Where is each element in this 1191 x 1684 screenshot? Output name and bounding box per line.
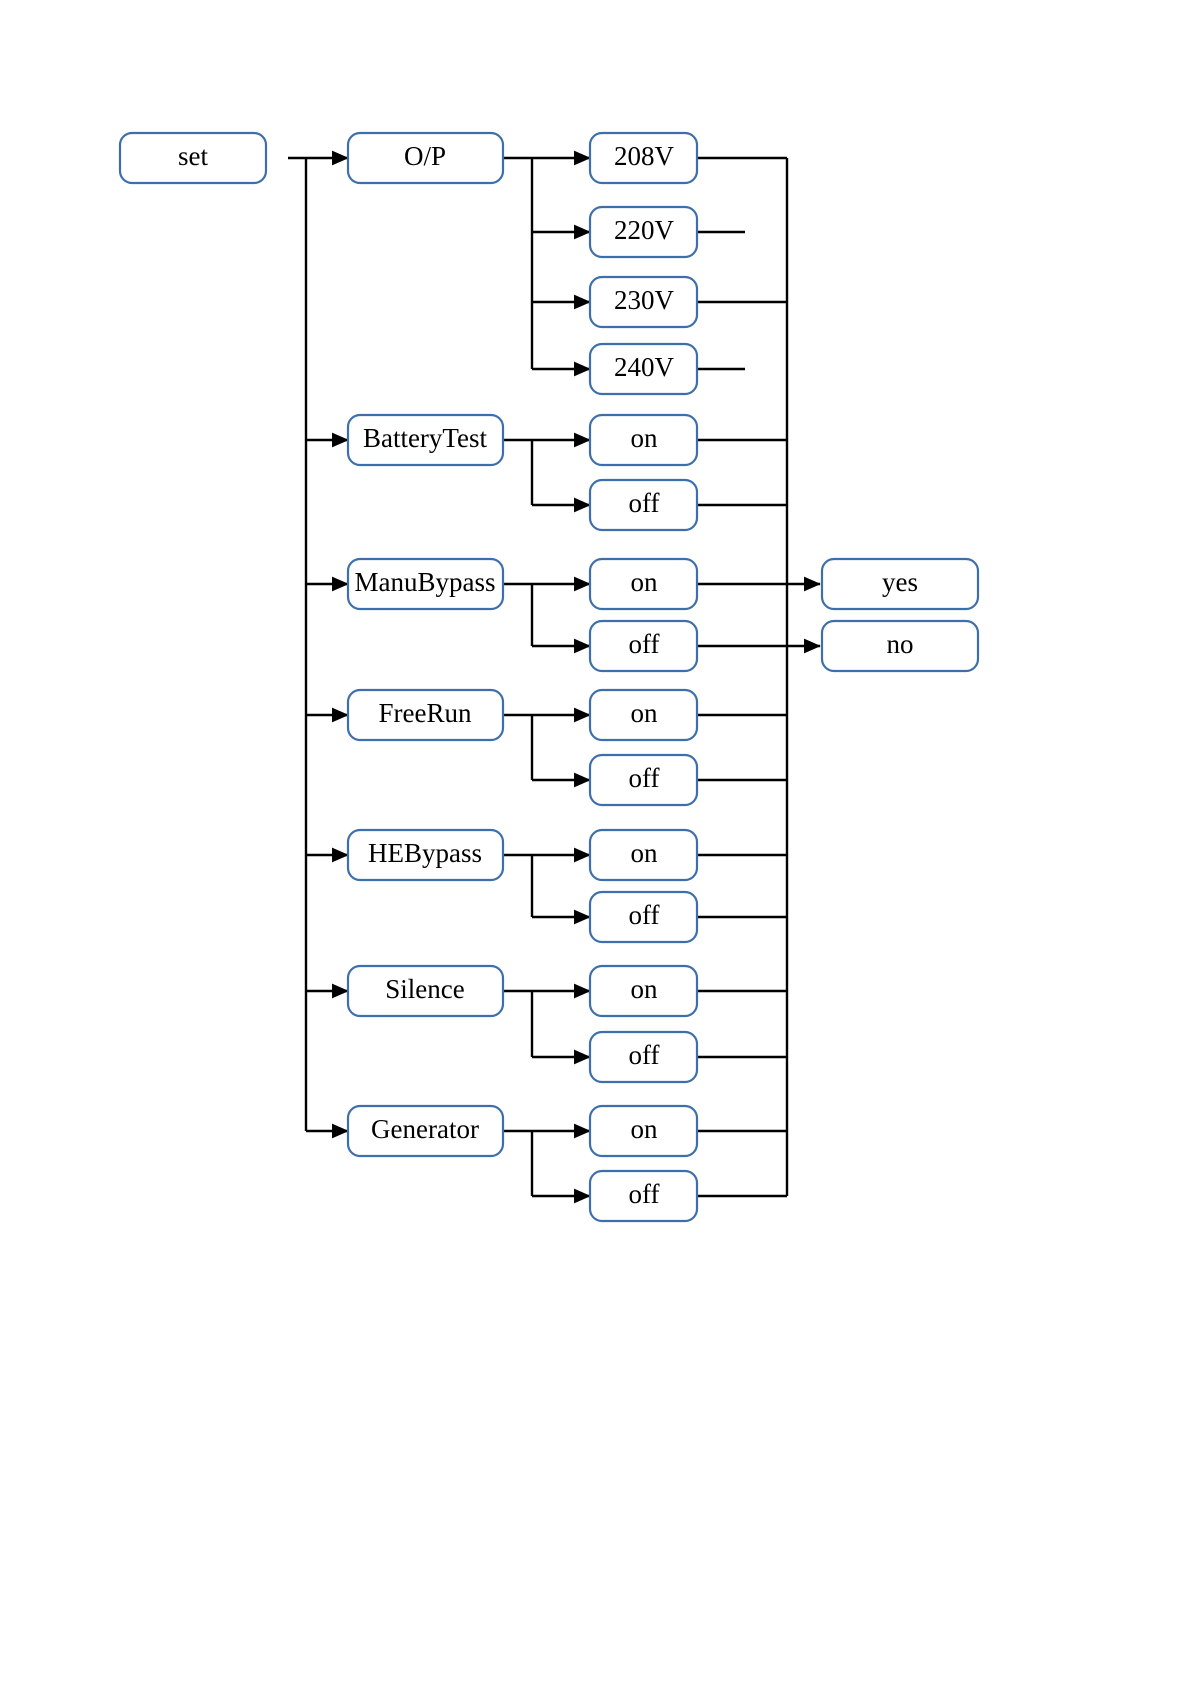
node-hebypass-off[interactable]: off bbox=[588, 890, 699, 944]
connector-generator-branch bbox=[503, 1123, 591, 1204]
node-op-208v[interactable]: 208V bbox=[588, 131, 699, 185]
node-silence-on[interactable]: on bbox=[588, 964, 699, 1018]
connector-manubypass-branch bbox=[503, 576, 591, 654]
node-silence[interactable]: Silence bbox=[346, 964, 505, 1018]
node-generator-off[interactable]: off bbox=[588, 1169, 699, 1223]
node-op-240v-label: 240V bbox=[614, 352, 675, 382]
node-generator-on-label: on bbox=[631, 1114, 659, 1144]
node-yes[interactable]: yes bbox=[820, 557, 980, 611]
node-manubypass-on-label: on bbox=[631, 567, 659, 597]
node-set[interactable]: set bbox=[118, 131, 268, 185]
node-no-label: no bbox=[887, 629, 914, 659]
node-op-208v-label: 208V bbox=[614, 141, 675, 171]
node-batterytest-on-label: on bbox=[631, 423, 659, 453]
node-batterytest-off-label: off bbox=[629, 488, 660, 518]
node-op[interactable]: O/P bbox=[346, 131, 505, 185]
node-freerun-label: FreeRun bbox=[379, 698, 472, 728]
connector-manubypass-to-yesno bbox=[697, 576, 821, 654]
connector-freerun-branch bbox=[503, 707, 591, 788]
node-no[interactable]: no bbox=[820, 619, 980, 673]
connector-op-branch bbox=[503, 150, 591, 377]
connector-hebypass-branch bbox=[503, 847, 591, 925]
connector-silence-branch bbox=[503, 983, 591, 1065]
node-manubypass[interactable]: ManuBypass bbox=[346, 557, 505, 611]
node-freerun-off-label: off bbox=[629, 763, 660, 793]
node-manubypass-off-label: off bbox=[629, 629, 660, 659]
node-freerun-on-label: on bbox=[631, 698, 659, 728]
node-generator-off-label: off bbox=[629, 1179, 660, 1209]
node-generator[interactable]: Generator bbox=[346, 1104, 505, 1158]
node-op-220v-label: 220V bbox=[614, 215, 675, 245]
node-op-230v-label: 230V bbox=[614, 285, 675, 315]
node-hebypass-on-label: on bbox=[631, 838, 659, 868]
node-manubypass-on[interactable]: on bbox=[588, 557, 699, 611]
node-manubypass-off[interactable]: off bbox=[588, 619, 699, 673]
node-freerun[interactable]: FreeRun bbox=[346, 688, 505, 742]
node-silence-off-label: off bbox=[629, 1040, 660, 1070]
node-generator-label: Generator bbox=[371, 1114, 479, 1144]
node-batterytest-on[interactable]: on bbox=[588, 413, 699, 467]
node-op-220v[interactable]: 220V bbox=[588, 205, 699, 259]
node-freerun-on[interactable]: on bbox=[588, 688, 699, 742]
node-batterytest-label: BatteryTest bbox=[363, 423, 488, 453]
node-hebypass-on[interactable]: on bbox=[588, 828, 699, 882]
node-yes-label: yes bbox=[882, 567, 918, 597]
node-silence-on-label: on bbox=[631, 974, 659, 1004]
node-freerun-off[interactable]: off bbox=[588, 753, 699, 807]
node-silence-off[interactable]: off bbox=[588, 1030, 699, 1084]
node-silence-label: Silence bbox=[385, 974, 464, 1004]
node-batterytest[interactable]: BatteryTest bbox=[346, 413, 505, 467]
node-manubypass-label: ManuBypass bbox=[355, 567, 496, 597]
node-op-label: O/P bbox=[404, 141, 446, 171]
node-hebypass-label: HEBypass bbox=[368, 838, 482, 868]
node-generator-on[interactable]: on bbox=[588, 1104, 699, 1158]
node-batterytest-off[interactable]: off bbox=[588, 478, 699, 532]
connector-right-rail bbox=[697, 156, 789, 1198]
node-op-240v[interactable]: 240V bbox=[588, 342, 699, 396]
node-hebypass[interactable]: HEBypass bbox=[346, 828, 505, 882]
connector-main-trunk bbox=[304, 158, 349, 1139]
node-set-label: set bbox=[178, 141, 208, 171]
node-hebypass-off-label: off bbox=[629, 900, 660, 930]
node-op-230v[interactable]: 230V bbox=[588, 275, 699, 329]
connector-batterytest-branch bbox=[503, 432, 591, 513]
